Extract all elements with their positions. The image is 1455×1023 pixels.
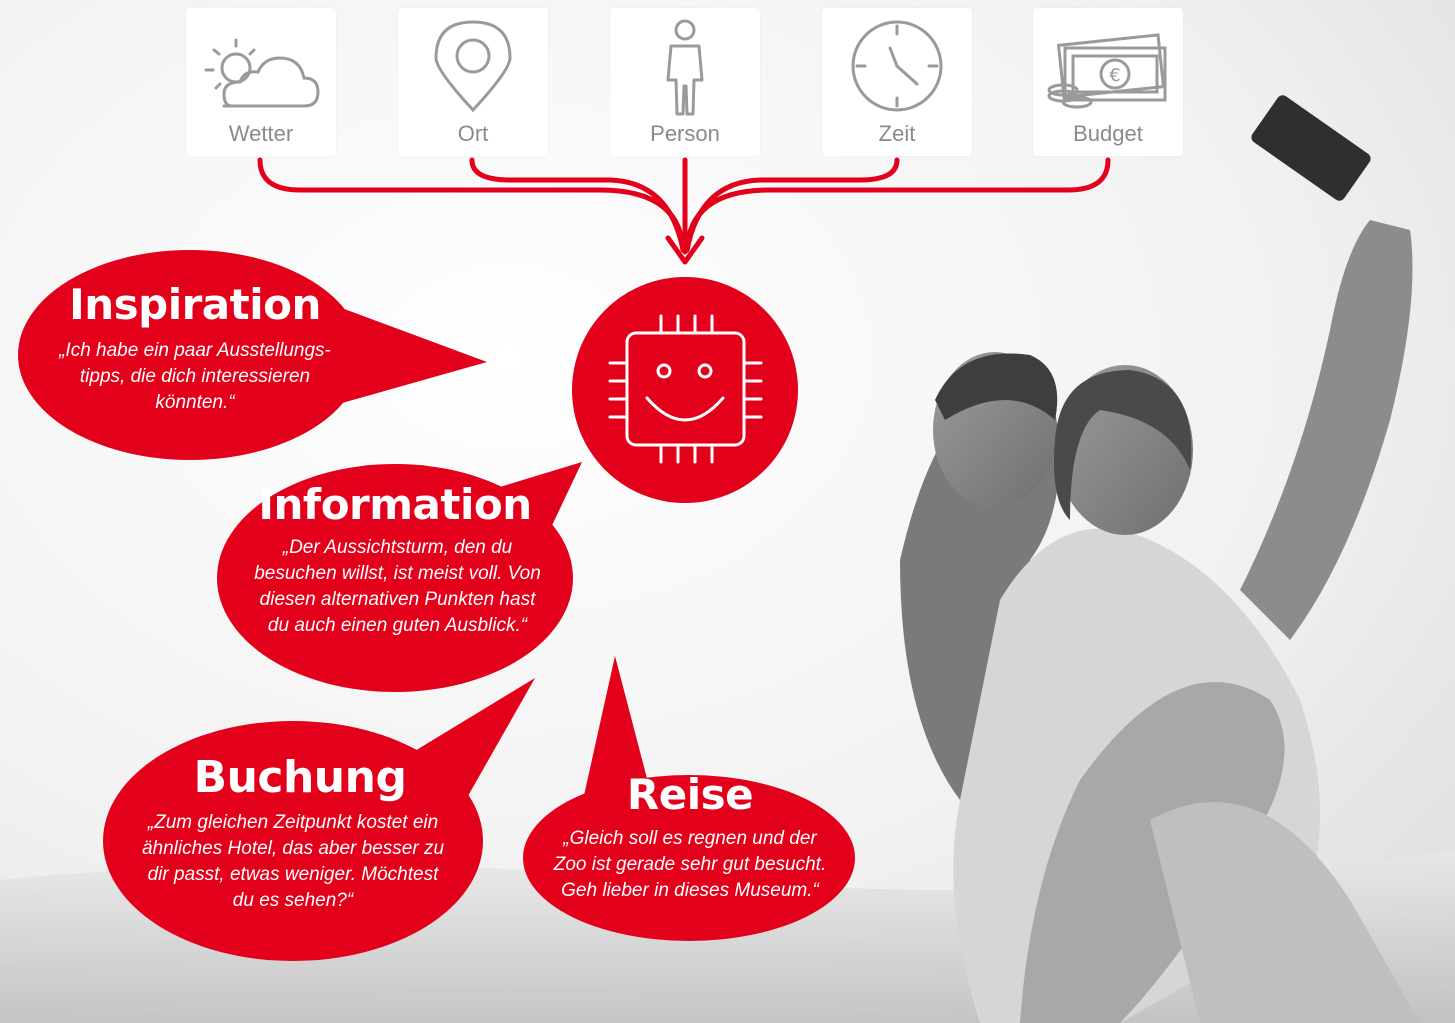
connector-ort [469,157,686,253]
arrow-head [665,235,705,265]
bubble-inspiration [18,250,362,460]
bubble-information-tail [490,462,582,555]
factor-card-ort: Ort [398,8,548,156]
bubble-reise-tail [583,656,650,800]
bubble-inspiration-tail [320,300,487,405]
bubble-title-information: Information [258,480,532,529]
money-icon: € [1047,33,1167,109]
factor-label-person: Person [650,121,720,146]
bubble-quote-reise: „Gleich soll es regnen und der Zoo ist g… [553,828,827,901]
bubble-title-inspiration: Inspiration [69,280,321,329]
clock-icon [851,20,943,112]
svg-text:€: € [1109,65,1120,86]
center-hub [572,277,798,503]
factor-label-budget: Budget [1073,121,1143,146]
smiling-chip-icon [608,314,763,464]
bubble-buchung-tail [400,678,535,810]
connector-budget [684,157,1111,253]
location-pin-icon [434,20,512,113]
bubble-quote-buchung: „Zum gleichen Zeitpunkt kostet ein ähnli… [141,812,445,911]
factor-card-person: Person [610,8,760,156]
bubble-quote-inspiration: „Ich habe ein paar Ausstellungs- tipps, … [59,340,331,413]
bubble-quote-information: „Der Aussichtsturm, den du besuchen will… [254,537,541,636]
factor-card-budget: € Budget [1033,8,1183,156]
bubble-title-buchung: Buchung [193,752,407,803]
bubble-information [217,464,573,692]
person-icon [666,19,704,116]
factor-card-zeit: Zeit [822,8,972,156]
factor-card-wetter: Wetter [186,8,336,156]
factor-label-ort: Ort [457,121,489,146]
bubble-reise [523,775,855,941]
weather-icon [204,38,320,108]
bubble-buchung [103,721,483,961]
factor-label-zeit: Zeit [878,121,916,146]
factor-label-wetter: Wetter [228,121,294,146]
bubble-title-reise: Reise [626,770,754,819]
